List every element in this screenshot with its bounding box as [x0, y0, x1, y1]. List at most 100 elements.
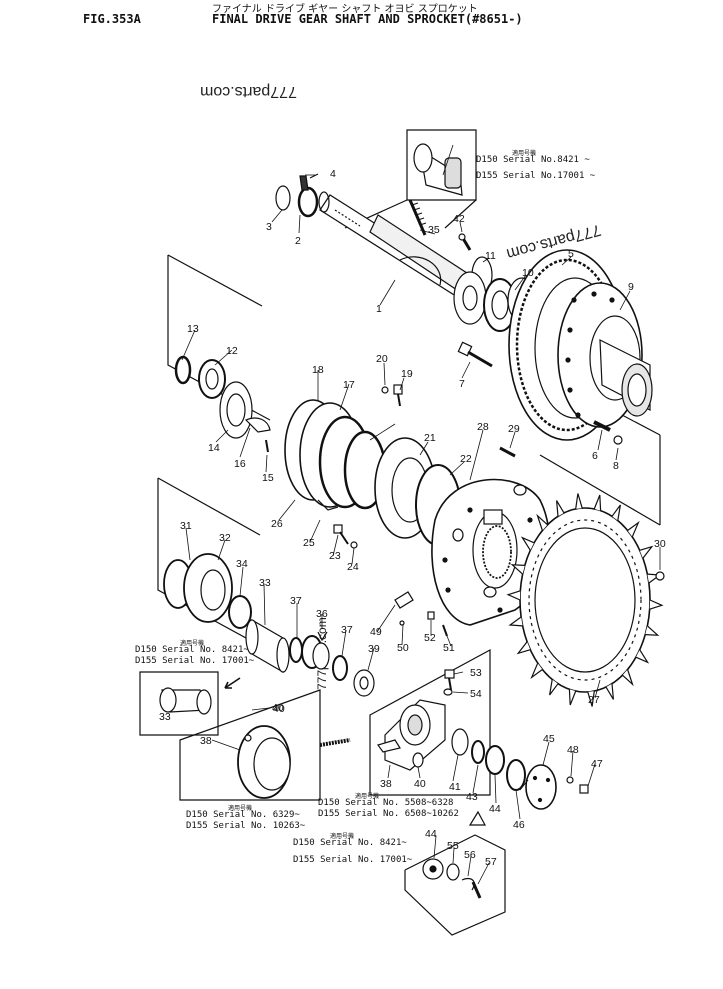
part-label: 55: [447, 840, 459, 852]
applicability-label: 適用号機: [512, 150, 537, 157]
part-label: 19: [401, 368, 413, 380]
inset-shaft-end: [344, 129, 477, 229]
part-label: 43: [466, 791, 478, 803]
japanese-title: ファイナル ドライブ ギヤー シャフト オヨビ スプロケット: [212, 4, 478, 15]
part-label: 24: [347, 561, 359, 573]
part-label: 22: [460, 453, 472, 465]
serial-line: D150 Serial No. 6329~: [186, 810, 300, 820]
serial-line: D155 Serial No. 6508~10262: [318, 809, 459, 819]
applicability-label: 適用号機: [355, 793, 380, 800]
serial-line: D150 Serial No. 8421~: [293, 838, 407, 848]
part-label: 37: [341, 624, 353, 636]
part-label: 39: [368, 643, 380, 655]
part-label: 16: [234, 458, 246, 470]
part-label: 51: [443, 642, 455, 654]
gear-hub: [557, 282, 653, 428]
serial-line: D155 Serial No. 17001~: [135, 656, 255, 666]
part-label: 11: [485, 250, 496, 262]
part-number-labels: 1 2 3 4 5 6 7 8 9 10 11 12 13 14 15 16 1…: [159, 168, 666, 868]
part-label: 29: [508, 423, 520, 435]
part-label: 42: [453, 213, 465, 225]
serial-note-left: D150 Serial No. 8421~ D155 Serial No. 17…: [135, 645, 254, 667]
part-label: 30: [654, 538, 666, 550]
part-label: 56: [464, 849, 476, 861]
serial-note-top: D150 Serial No.8421 ~ D155 Serial No.170…: [476, 155, 595, 182]
part-label: 49: [370, 626, 382, 638]
applicability-label: 適用号機: [228, 805, 253, 812]
part-label: 40: [273, 703, 285, 715]
part-label: 36: [316, 608, 328, 620]
sprocket: [506, 493, 665, 707]
part-label: 44: [489, 803, 501, 815]
left-seal-group: [167, 254, 271, 421]
part-label: 12: [226, 345, 238, 357]
part-label: 27: [588, 694, 600, 706]
part-label: 28: [477, 421, 489, 433]
figure-label: FIG.353A: [83, 12, 141, 26]
bolt-7: [457, 341, 493, 368]
bolt-19-20: [381, 384, 403, 407]
inset-cover-parts: [404, 834, 506, 936]
part-label: 45: [543, 733, 555, 745]
serial-line: D150 Serial No. 5508~6328: [318, 798, 454, 808]
bearing-36-group: [289, 631, 375, 697]
part-label: 20: [376, 353, 388, 365]
part-label: 44: [425, 828, 437, 840]
part-label: 35: [428, 224, 440, 236]
part-label: 6: [592, 450, 598, 462]
part-label: 23: [329, 550, 341, 562]
part-label: 46: [513, 819, 525, 831]
down-arrow: [468, 810, 487, 826]
applicability-label: 適用号機: [180, 640, 205, 647]
part-label: 26: [271, 518, 283, 530]
leader-lines: [181, 144, 661, 885]
part-label: 9: [628, 281, 634, 293]
serial-line: D155 Serial No. 10263~: [186, 821, 306, 831]
part-label: 33: [159, 711, 171, 723]
bolt-53-54: [443, 669, 455, 696]
part-label: 1: [376, 303, 382, 315]
cover-and-lock: [219, 381, 271, 453]
cover-rings: [451, 728, 526, 791]
part-label: 5: [568, 248, 574, 260]
part-label: 31: [180, 520, 192, 532]
inset-spacer-33: [139, 671, 241, 736]
part-label: 40: [414, 778, 426, 790]
part-label: 41: [449, 781, 461, 793]
part-label: 50: [397, 642, 409, 654]
serial-line: D155 Serial No.17001 ~: [476, 171, 596, 181]
part-label: 4: [330, 168, 336, 180]
part-label: 25: [303, 537, 315, 549]
part-label: 38: [380, 778, 392, 790]
part-label: 47: [591, 758, 603, 770]
part-label: 52: [424, 632, 436, 644]
end-cover: [519, 764, 589, 810]
part-label: 3: [266, 221, 272, 233]
part-label: 54: [470, 688, 482, 700]
part-label: 14: [208, 442, 220, 454]
part-label: 40: [272, 702, 284, 714]
bolts-23-24: [333, 524, 358, 549]
inset-guide-lines: [539, 414, 661, 526]
retainer-and-oring: [374, 437, 461, 546]
part-label: 53: [470, 667, 482, 679]
part-label: 15: [262, 472, 274, 484]
part-label: 33: [259, 577, 271, 589]
serial-line: D150 Serial No. 8421~: [135, 645, 249, 655]
part-label: 2: [295, 235, 301, 247]
part-label: 18: [312, 364, 324, 376]
applicability-label: 適用号機: [330, 833, 355, 840]
retainer-plate: [453, 271, 487, 325]
serial-note-bottom: D150 Serial No. 8421~ D155 Serial No. 17…: [293, 838, 412, 866]
inset-carrier-38: [179, 689, 351, 801]
part-label: 8: [613, 460, 619, 472]
floating-seal-assembly: [284, 399, 387, 511]
spacer-33: [245, 618, 290, 674]
part-label: 7: [459, 378, 465, 390]
bolt-29: [499, 446, 516, 458]
serial-note-bottom-left: D150 Serial No. 6329~ D155 Serial No. 10…: [186, 810, 305, 832]
pin-and-nut: [593, 420, 623, 445]
part-label: 32: [219, 532, 231, 544]
diagram-title: FINAL DRIVE GEAR SHAFT AND SPROCKET(#865…: [212, 12, 523, 26]
part-label: 21: [424, 432, 436, 444]
